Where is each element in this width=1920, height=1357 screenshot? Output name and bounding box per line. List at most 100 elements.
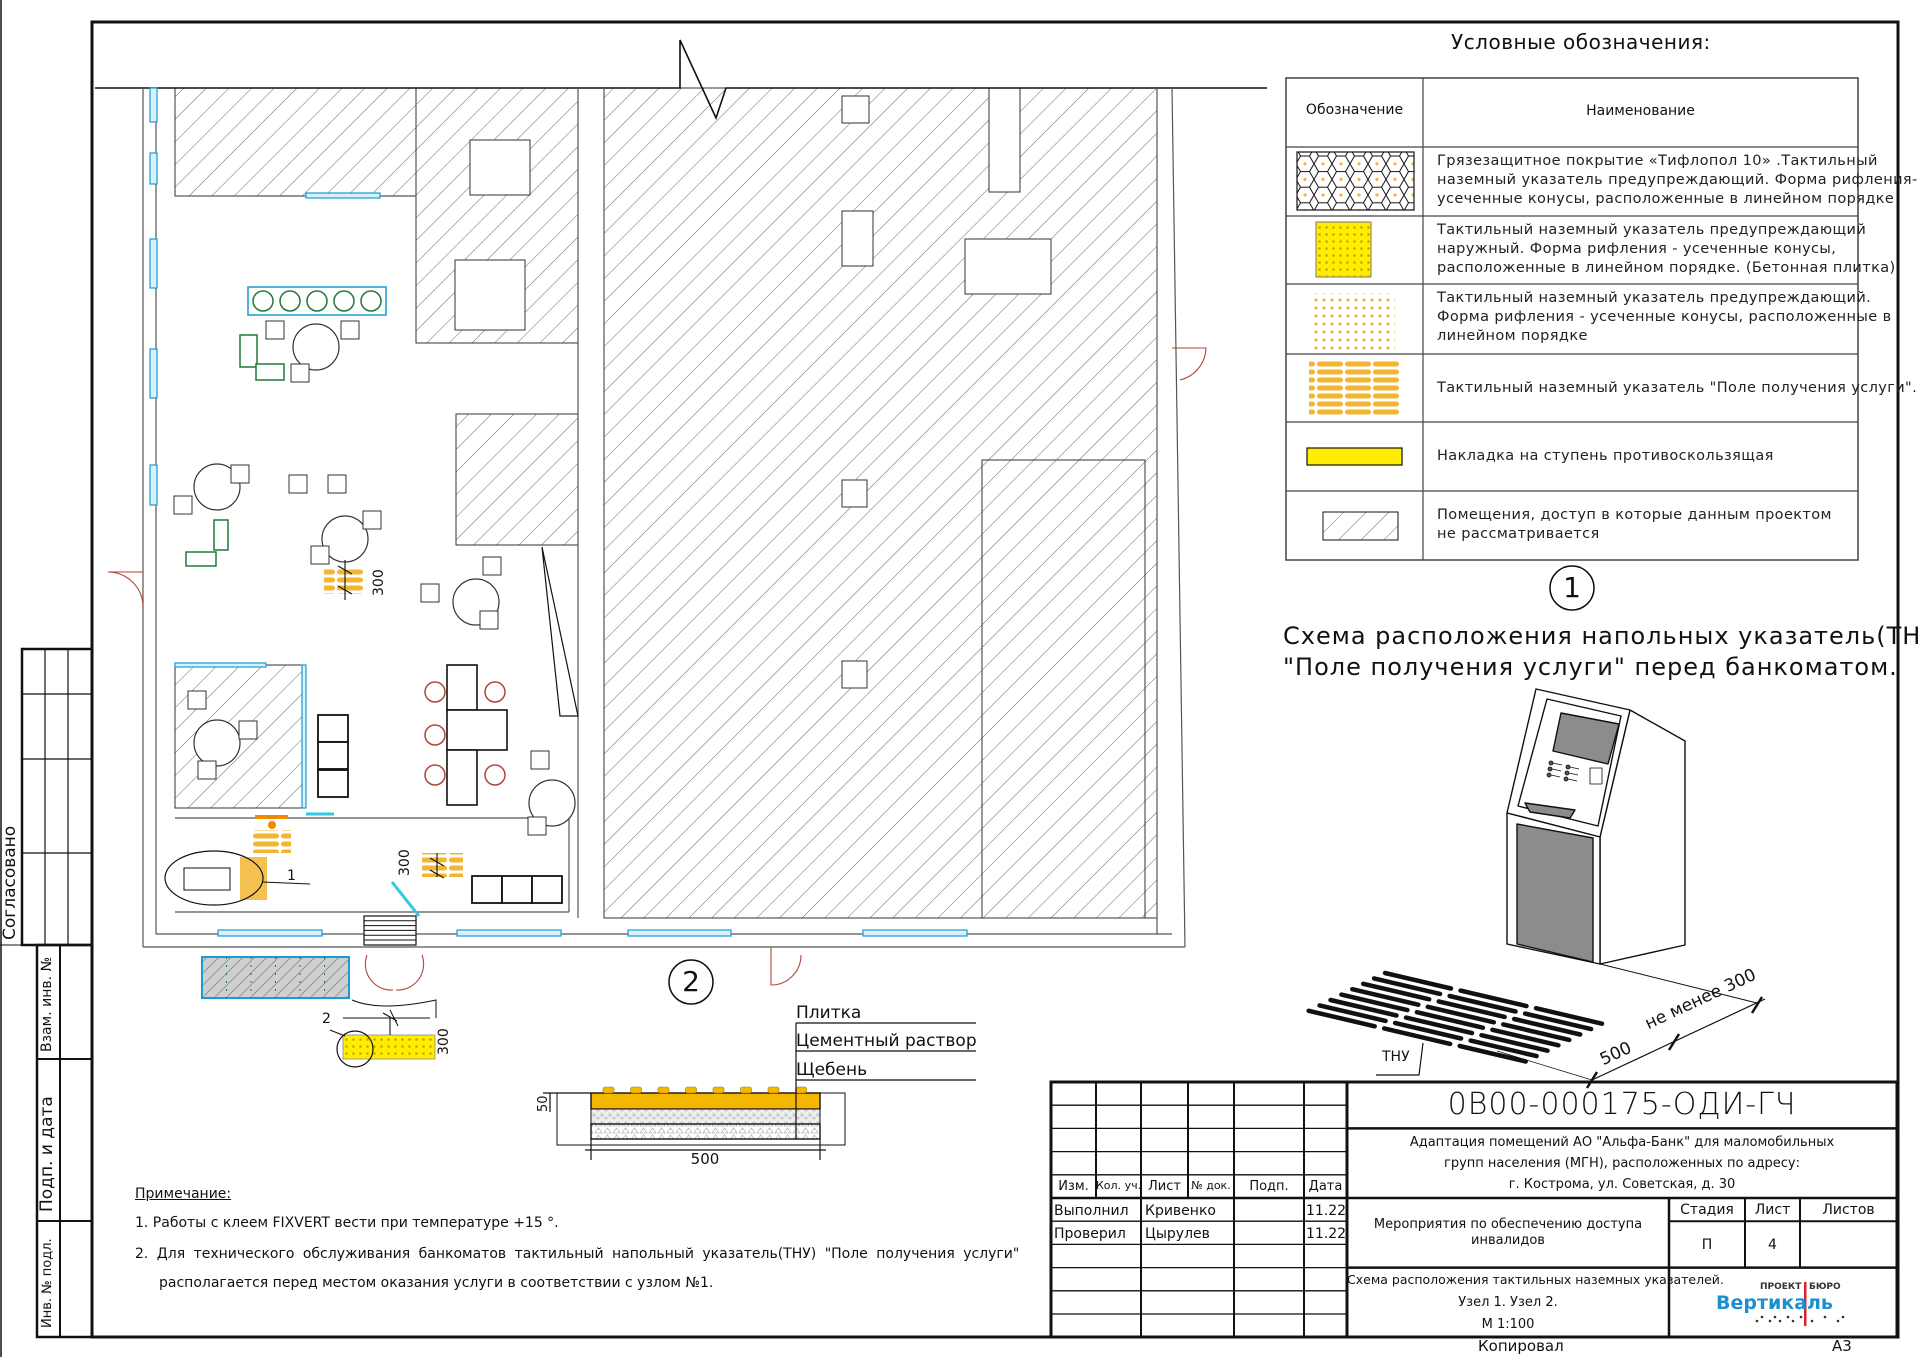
tile-truncated-cone xyxy=(685,1086,697,1094)
legend-text-line: Помещения, доступ в которые данным проек… xyxy=(1437,507,1832,523)
plant-icon xyxy=(333,290,355,312)
callout-1-leader xyxy=(261,881,311,885)
node2-number: 2 xyxy=(682,965,700,998)
title-header-1: Кол. уч. xyxy=(1096,1178,1142,1192)
project-line-3: г. Кострома, ул. Советская, д. 30 xyxy=(1508,1177,1736,1192)
chair xyxy=(327,474,347,494)
chair xyxy=(265,320,285,340)
plant-icon xyxy=(279,290,301,312)
node2-section-drawing xyxy=(543,1022,976,1160)
logo-text-buro: БЮРО xyxy=(1809,1282,1841,1292)
dim-300-b-lines xyxy=(429,853,445,879)
tnu-bar xyxy=(1403,1015,1475,1036)
logo-text-proekt: ПРОЕКТ xyxy=(1760,1282,1802,1292)
room-cutout xyxy=(469,139,531,196)
project-line-2: групп населения (МГН), расположенных по … xyxy=(1444,1156,1800,1171)
legend-text-line: расположенные в линейном порядке. (Бетон… xyxy=(1437,260,1896,276)
tile-truncated-cone xyxy=(602,1086,615,1094)
tnu-label: ТНУ xyxy=(1382,1049,1410,1065)
window-glass xyxy=(456,929,562,937)
tnu-bar xyxy=(1382,970,1454,991)
node1-marker xyxy=(1549,565,1595,611)
tnu-bar xyxy=(1339,992,1410,1013)
sheet-value: 4 xyxy=(1768,1237,1777,1253)
chair xyxy=(238,720,258,740)
room-cutout xyxy=(841,95,870,124)
left-entrance-door xyxy=(107,571,144,608)
wall-line xyxy=(1171,87,1186,948)
legend-text-line: Тактильный наземный указатель предупрежд… xyxy=(1437,290,1872,306)
title-header-5: Дата xyxy=(1308,1178,1343,1194)
round-table xyxy=(193,463,241,511)
title-header-2: Лист xyxy=(1148,1178,1181,1194)
tile-truncated-cone xyxy=(630,1086,642,1094)
outdoor-border xyxy=(351,999,437,1018)
tile-truncated-cone xyxy=(657,1086,670,1094)
chair xyxy=(420,583,440,603)
node1-caption-line2: "Поле получения услуги" перед банкоматом… xyxy=(1283,653,1898,681)
orange-bars-swatch xyxy=(1309,360,1401,416)
window-glass xyxy=(217,929,323,937)
legend-table xyxy=(1285,77,1859,561)
red-chair xyxy=(424,764,446,786)
inner-room-outline xyxy=(981,459,1146,919)
plant-icon xyxy=(360,290,382,312)
hatched-room xyxy=(455,413,579,546)
chair xyxy=(187,690,207,710)
row-role-performed: Выполнил xyxy=(1054,1203,1129,1219)
room-cutout xyxy=(964,238,1052,295)
section-tile-layer xyxy=(590,1092,821,1110)
callout-2-leader xyxy=(329,1029,346,1037)
legend-text-line: Грязезащитное покрытие «Тифлопол 10» .Та… xyxy=(1437,153,1878,169)
window-glass xyxy=(174,662,267,668)
window-glass xyxy=(149,464,158,506)
orange-marker xyxy=(268,821,276,829)
sheet-label: Лист xyxy=(1754,1202,1791,1218)
callout-2-circle xyxy=(336,1030,374,1068)
window-glass xyxy=(149,152,158,185)
sheets-label: Листов xyxy=(1822,1202,1875,1218)
title-block-border xyxy=(1049,1080,1899,1339)
room-cutout xyxy=(841,210,874,267)
section-line-2: инвалидов xyxy=(1471,1233,1545,1248)
hex-mat-swatch xyxy=(1296,151,1415,211)
logo-braille-icon xyxy=(1755,1282,1845,1326)
stage-value: П xyxy=(1701,1237,1713,1253)
legend-item-orange-bars: Тактильный наземный указатель "Поле полу… xyxy=(1437,379,1917,398)
tnu-bar xyxy=(1350,986,1421,1007)
legend-text-line: усеченные конусы, расположенные в линейн… xyxy=(1437,191,1895,207)
cyan-rail xyxy=(390,881,421,917)
tactile-service-field xyxy=(251,830,291,853)
tile-truncated-cone xyxy=(795,1086,807,1094)
red-chair xyxy=(424,681,446,703)
legend-text-line: линейном порядке xyxy=(1437,328,1588,344)
callout-2-label: 2 xyxy=(322,1011,331,1027)
format-label: А3 xyxy=(1832,1337,1852,1355)
plan-dim-300-a: 300 xyxy=(371,569,387,596)
planter-small xyxy=(185,551,217,567)
chair xyxy=(310,545,330,565)
floor-plan xyxy=(95,39,1267,1068)
legend-text-line: Накладка на ступень противоскользящая xyxy=(1437,448,1774,464)
orange-marker xyxy=(255,815,288,819)
yellow-dotted-tile-swatch xyxy=(1315,221,1372,278)
entrance-ramp xyxy=(201,956,350,999)
atm-keypad-icon xyxy=(1546,760,1603,785)
outdoor-tactile-dots xyxy=(343,1035,435,1059)
long-table xyxy=(446,664,478,711)
legend-text-line: Тактильный наземный указатель предупрежд… xyxy=(1437,222,1867,238)
node1-dimension-lines xyxy=(1376,996,1766,1089)
legend-item-yellow-tile: Тактильный наземный указатель предупрежд… xyxy=(1437,221,1896,278)
chair xyxy=(482,556,502,576)
tnu-bar xyxy=(1511,1016,1583,1037)
legend-text-line: наземный указатель предупреждающий. Форм… xyxy=(1437,172,1918,188)
layer-label-cement: Цементный раствор xyxy=(796,1031,977,1051)
node2-marker xyxy=(668,959,714,1005)
tile-truncated-cone xyxy=(767,1086,780,1094)
row-name-checked: Цырулев xyxy=(1145,1226,1210,1242)
window-glass xyxy=(862,929,968,937)
title-header-4: Подп. xyxy=(1249,1178,1289,1194)
stamp-agreed-label: Согласовано xyxy=(0,825,20,940)
triangle-element xyxy=(541,546,579,717)
legend-item-yellow-strip: Накладка на ступень противоскользящая xyxy=(1437,447,1774,466)
